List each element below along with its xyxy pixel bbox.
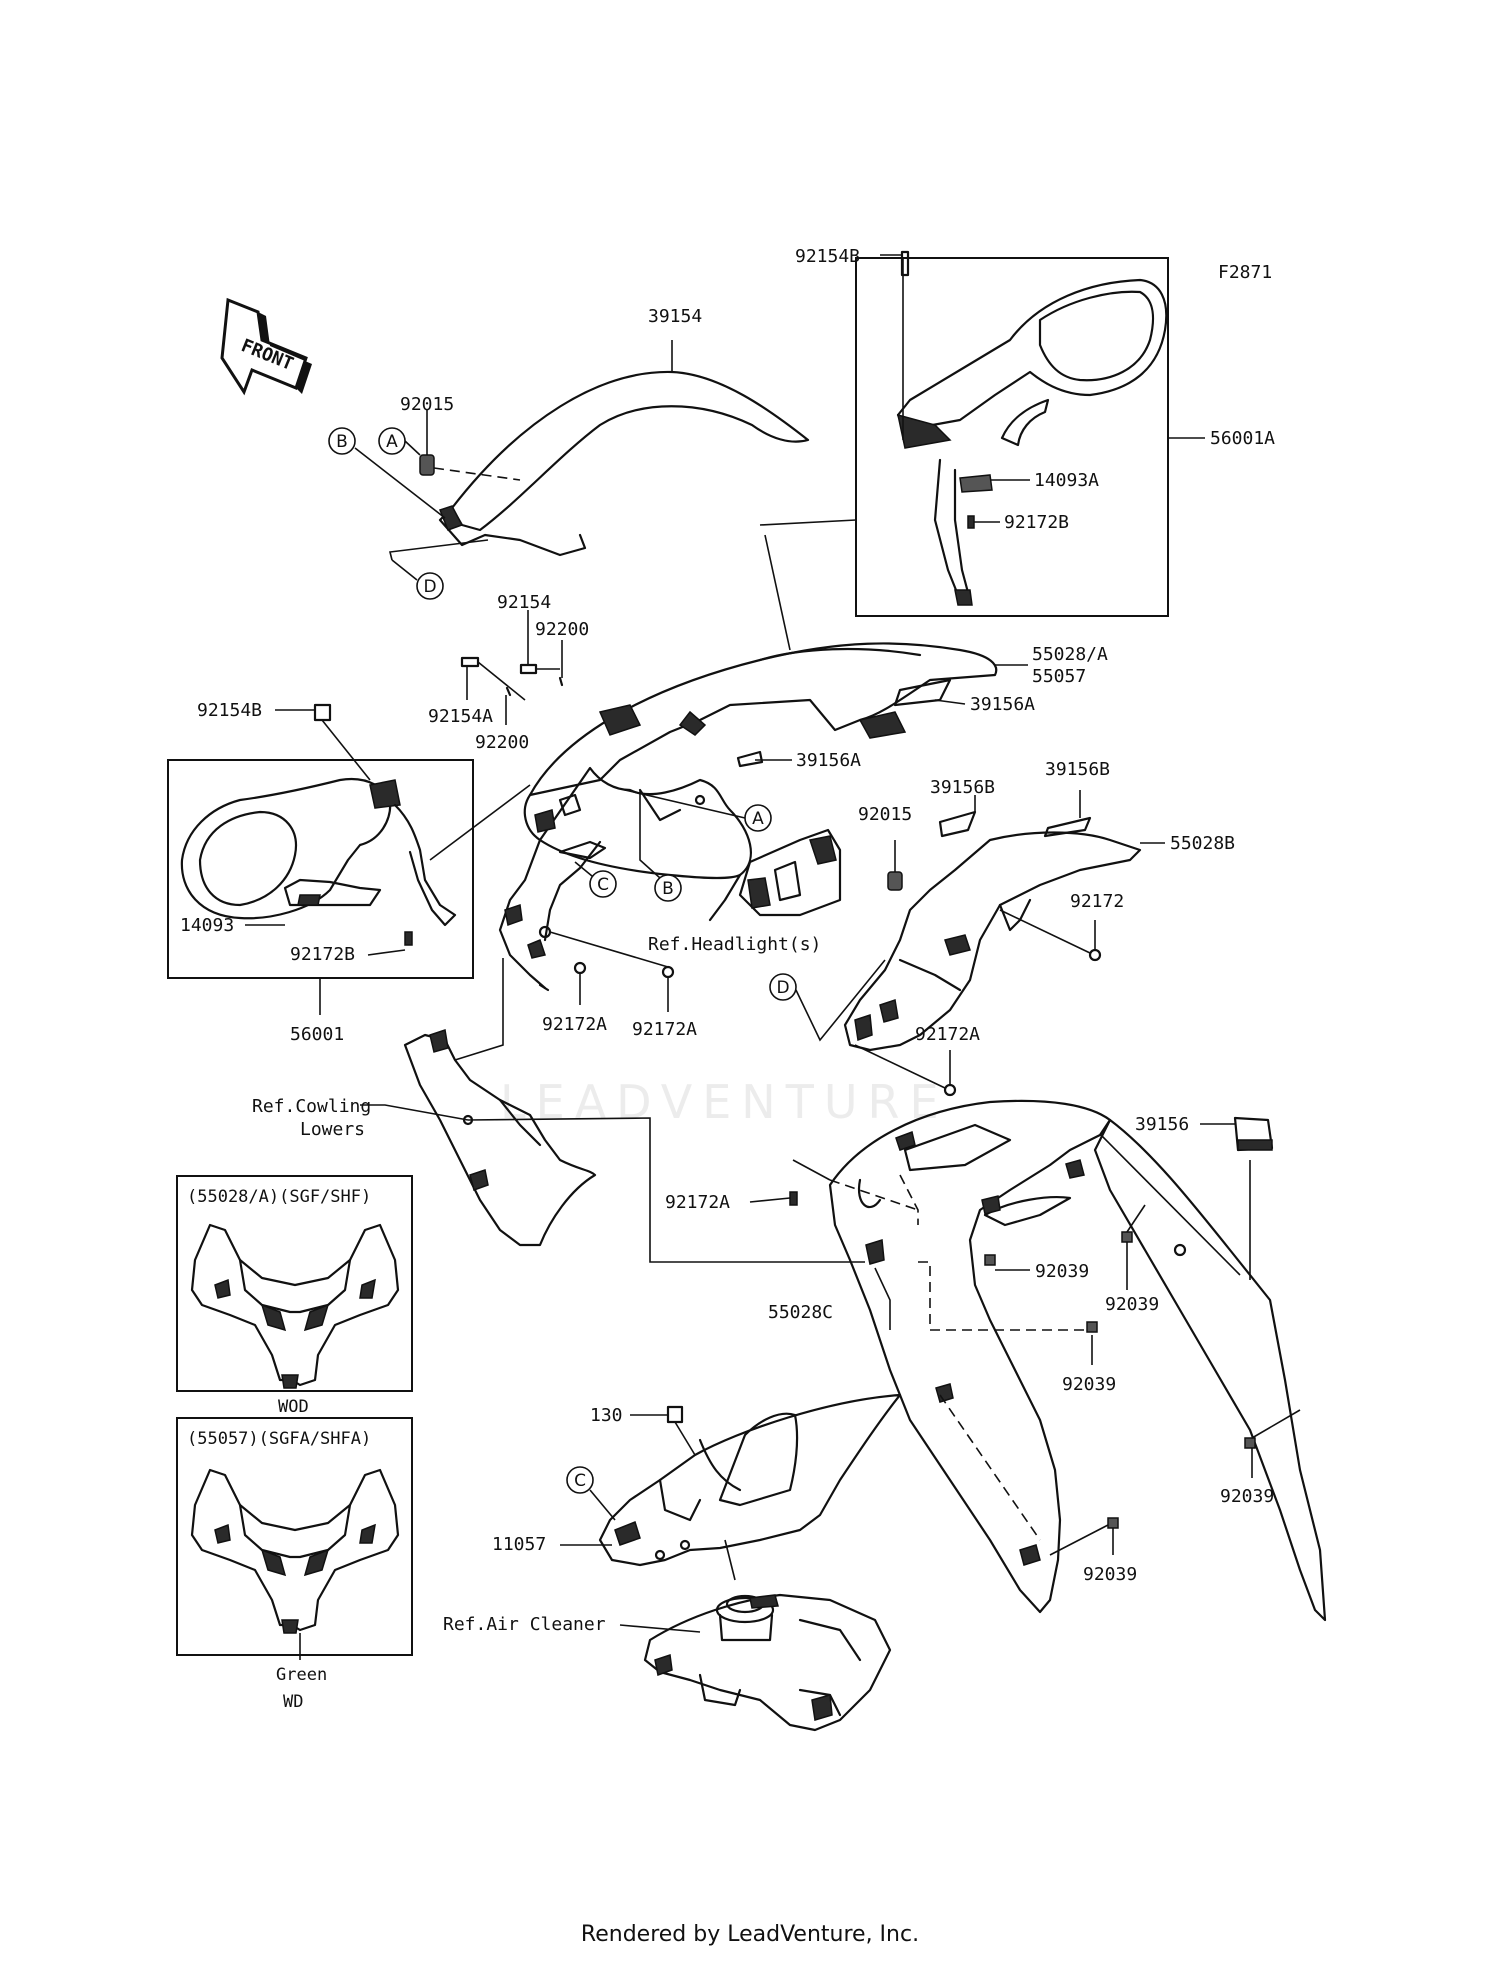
side-panel-right bbox=[843, 831, 1142, 1052]
label-55028b: 55028B bbox=[1170, 833, 1235, 854]
variant-2-cowl bbox=[190, 1468, 400, 1634]
variant-1-title: (55028/A)(SGF/SHF) bbox=[187, 1187, 371, 1207]
label-92172a-4: 92172A bbox=[665, 1192, 730, 1213]
label-92200-low: 92200 bbox=[475, 732, 529, 753]
variant-box-1 bbox=[176, 1175, 413, 1392]
label-11057: 11057 bbox=[492, 1534, 546, 1555]
variant-2-title: (55057)(SGFA/SHFA) bbox=[187, 1429, 371, 1449]
label-130: 130 bbox=[590, 1405, 623, 1426]
label-39156: 39156 bbox=[1135, 1114, 1189, 1135]
label-92154a: 92154A bbox=[428, 706, 493, 727]
callout-b-cowl: B bbox=[654, 874, 682, 902]
part-92015-right bbox=[887, 871, 903, 891]
ref-cowling-2: Lowers bbox=[300, 1119, 365, 1140]
label-92039-3: 92039 bbox=[1062, 1374, 1116, 1395]
air-cleaner-ref bbox=[643, 1593, 892, 1732]
label-92172a-3: 92172A bbox=[915, 1024, 980, 1045]
variant-2-code: WD bbox=[283, 1692, 303, 1712]
variant-box-2 bbox=[176, 1417, 413, 1656]
ref-cowling-1: Ref.Cowling bbox=[252, 1096, 371, 1117]
label-55028c: 55028C bbox=[768, 1302, 833, 1323]
label-55028a: 55028/A bbox=[1032, 644, 1108, 665]
callout-a-top: A bbox=[378, 427, 406, 455]
svg-text:A: A bbox=[386, 432, 398, 452]
label-92172a-1: 92172A bbox=[542, 1014, 607, 1035]
svg-text:A: A bbox=[752, 809, 764, 829]
label-92154b-top: 92154B bbox=[795, 246, 860, 267]
label-92039-1: 92039 bbox=[1035, 1261, 1089, 1282]
label-92015-right: 92015 bbox=[858, 804, 912, 825]
label-92154b-left: 92154B bbox=[197, 700, 262, 721]
svg-text:D: D bbox=[776, 978, 789, 998]
label-92039-5: 92039 bbox=[1083, 1564, 1137, 1585]
variant-2-color: Green bbox=[276, 1665, 327, 1685]
label-92039-4: 92039 bbox=[1220, 1486, 1274, 1507]
label-39156b-2: 39156B bbox=[1045, 759, 1110, 780]
svg-text:B: B bbox=[336, 432, 348, 452]
svg-text:D: D bbox=[423, 577, 436, 597]
inner-bracket bbox=[598, 1393, 902, 1567]
side-fairing bbox=[828, 1099, 1112, 1614]
fastener-92039-2 bbox=[1121, 1231, 1133, 1243]
label-92172a-2: 92172A bbox=[632, 1019, 697, 1040]
label-39156a-2: 39156A bbox=[796, 750, 861, 771]
label-92154: 92154 bbox=[497, 592, 551, 613]
ref-air-cleaner: Ref.Air Cleaner bbox=[443, 1614, 606, 1635]
front-arrow-icon: FRONT bbox=[220, 297, 312, 396]
watermark: LEADVENTURE bbox=[500, 1075, 949, 1129]
fastener-92039-1 bbox=[984, 1254, 996, 1266]
part-92015-left bbox=[419, 454, 435, 476]
variant-1-code: WOD bbox=[278, 1397, 309, 1417]
svg-text:C: C bbox=[597, 875, 609, 895]
label-92172b-top: 92172B bbox=[1004, 512, 1069, 533]
label-56001: 56001 bbox=[290, 1024, 344, 1045]
label-92172b-left: 92172B bbox=[290, 944, 355, 965]
label-39154: 39154 bbox=[648, 306, 702, 327]
cowling-lower-ref bbox=[403, 1029, 597, 1247]
callout-d-top: D bbox=[416, 572, 444, 600]
headlight-bracket bbox=[738, 828, 842, 917]
label-92200-top: 92200 bbox=[535, 619, 589, 640]
label-14093a: 14093A bbox=[1034, 470, 1099, 491]
label-14093: 14093 bbox=[180, 915, 234, 936]
upper-cowl bbox=[498, 642, 998, 992]
fastener-92039-4 bbox=[1244, 1437, 1256, 1449]
svg-text:C: C bbox=[574, 1471, 586, 1491]
callout-b-top: B bbox=[328, 427, 356, 455]
callout-d-side: D bbox=[769, 973, 797, 1001]
fastener-92039-5 bbox=[1107, 1517, 1119, 1529]
mirror-left bbox=[180, 777, 457, 927]
windshield bbox=[438, 340, 810, 557]
variant-1-cowl bbox=[190, 1223, 400, 1389]
figure-code: F2871 bbox=[1218, 262, 1272, 283]
callout-a-cowl: A bbox=[744, 804, 772, 832]
fastener-92039-3 bbox=[1086, 1321, 1098, 1333]
label-92172: 92172 bbox=[1070, 891, 1124, 912]
label-39156a-1: 39156A bbox=[970, 694, 1035, 715]
label-39156b-1: 39156B bbox=[930, 777, 995, 798]
callout-c-cowl: C bbox=[589, 870, 617, 898]
mirror-box-right bbox=[855, 257, 1169, 617]
footer-credit: Rendered by LeadVenture, Inc. bbox=[580, 1922, 920, 1947]
mirror-right bbox=[896, 258, 1168, 606]
label-92039-2: 92039 bbox=[1105, 1294, 1159, 1315]
ref-headlight: Ref.Headlight(s) bbox=[648, 934, 821, 955]
label-55057: 55057 bbox=[1032, 666, 1086, 687]
svg-text:B: B bbox=[662, 879, 674, 899]
callout-c-bracket: C bbox=[566, 1466, 594, 1494]
label-92015-left: 92015 bbox=[400, 394, 454, 415]
label-56001a: 56001A bbox=[1210, 428, 1275, 449]
